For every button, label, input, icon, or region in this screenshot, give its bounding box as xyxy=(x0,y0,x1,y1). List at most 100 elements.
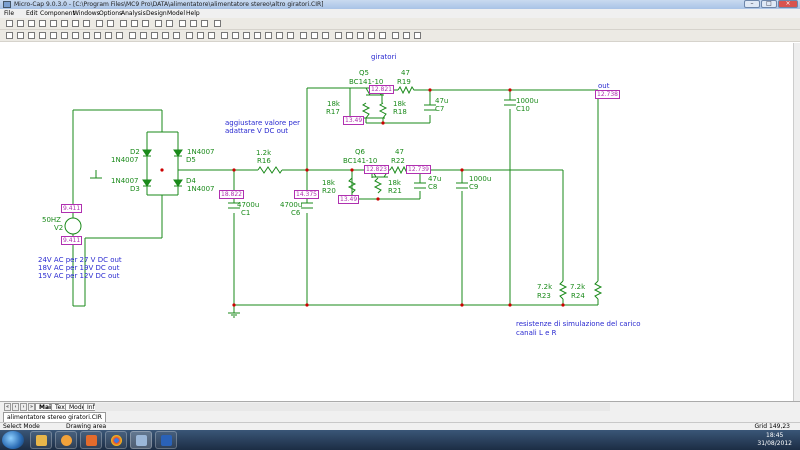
taskbar-microcap-icon[interactable] xyxy=(130,431,152,449)
layer-icon[interactable] xyxy=(414,32,421,39)
menu-file[interactable]: File xyxy=(4,10,15,17)
component-mode-icon[interactable] xyxy=(17,32,24,39)
diode-symbols xyxy=(142,149,183,187)
close-button[interactable]: × xyxy=(778,0,798,8)
line-tool-icon[interactable] xyxy=(61,32,68,39)
pnp-tool-icon[interactable] xyxy=(83,20,90,27)
taskbar-chrome-icon[interactable] xyxy=(105,431,127,449)
label-v2: V2 xyxy=(54,224,64,232)
grid-icon[interactable] xyxy=(221,32,228,39)
schematic-canvas[interactable]: giratori out aggiustare valore per adatt… xyxy=(0,43,800,401)
last-tab-icon[interactable]: » xyxy=(28,403,35,411)
menu-help[interactable]: Help xyxy=(186,10,200,17)
voltage-q5-b: 13.49 xyxy=(343,116,365,125)
macro-tool-icon[interactable] xyxy=(166,20,173,27)
taskbar-player-icon[interactable] xyxy=(80,431,102,449)
clock-date: 31/08/2012 xyxy=(757,440,792,447)
menu-windows[interactable]: Windows xyxy=(73,10,100,17)
transformer-tool-icon[interactable] xyxy=(214,20,221,27)
sheet-tabs: « ‹ › » Main Text Models Info xyxy=(0,401,800,412)
voltage-out-top: 12.738 xyxy=(595,90,620,99)
first-tab-icon[interactable]: « xyxy=(4,403,11,411)
menu-design[interactable]: Design xyxy=(146,10,167,17)
find-icon[interactable] xyxy=(335,32,342,39)
prev-tab-icon[interactable]: ‹ xyxy=(12,403,19,411)
rectangle-tool-icon[interactable] xyxy=(72,32,79,39)
label-r21: R21 xyxy=(388,187,402,195)
label-ac-2: 18V AC per 19V DC out xyxy=(38,264,120,272)
polygon-tool-icon[interactable] xyxy=(105,32,112,39)
horizontal-scrollbar[interactable] xyxy=(95,403,610,411)
npn-tool-icon[interactable] xyxy=(72,20,79,27)
dc-op-icon[interactable] xyxy=(346,32,353,39)
help-tool-icon[interactable] xyxy=(151,32,158,39)
menu-model[interactable]: Model xyxy=(167,10,186,17)
taskbar-folder-icon[interactable] xyxy=(30,431,52,449)
page-icon[interactable] xyxy=(403,32,410,39)
label-v2-value: 50HZ xyxy=(42,216,61,224)
pulse-source-tool-icon[interactable] xyxy=(142,20,149,27)
probe-icon[interactable] xyxy=(357,32,364,39)
node-voltages-icon[interactable] xyxy=(254,32,261,39)
menu-options[interactable]: Options xyxy=(99,10,123,17)
zoom-in-icon[interactable] xyxy=(186,32,193,39)
label-d3-model: 1N4007 xyxy=(111,177,139,185)
label-c6: C6 xyxy=(291,209,301,217)
zoom-out-icon[interactable] xyxy=(197,32,204,39)
picture-tool-icon[interactable] xyxy=(116,32,123,39)
pmos-tool-icon[interactable] xyxy=(107,20,114,27)
opamp-tool-icon[interactable] xyxy=(120,20,127,27)
fit-icon[interactable] xyxy=(208,32,215,39)
battery-tool-icon[interactable] xyxy=(61,20,68,27)
sine-source-tool-icon[interactable] xyxy=(131,20,138,27)
tline-tool-icon[interactable] xyxy=(201,20,208,27)
settings-icon[interactable] xyxy=(379,32,386,39)
nmos-tool-icon[interactable] xyxy=(96,20,103,27)
refresh-icon[interactable] xyxy=(368,32,375,39)
taskbar-media-icon[interactable] xyxy=(55,431,77,449)
vertical-scrollbar[interactable] xyxy=(793,43,800,401)
taskbar-app-icon[interactable] xyxy=(155,431,177,449)
maximize-button[interactable]: □ xyxy=(761,0,777,8)
text-mode-icon[interactable] xyxy=(28,32,35,39)
arc-tool-icon[interactable] xyxy=(94,32,101,39)
label-r24: R24 xyxy=(571,292,585,300)
point-to-point-icon[interactable] xyxy=(173,32,180,39)
gate-tool-icon[interactable] xyxy=(179,20,186,27)
label-adjust-1: aggiustare valore per xyxy=(225,119,301,127)
flipflop-tool-icon[interactable] xyxy=(190,20,197,27)
attribute-icon[interactable] xyxy=(392,32,399,39)
label-d2-model: 1N4007 xyxy=(111,156,139,164)
wire-mode-icon[interactable] xyxy=(39,32,46,39)
point-to-end-icon[interactable] xyxy=(162,32,169,39)
label-c10: C10 xyxy=(516,105,530,113)
switch-tool-icon[interactable] xyxy=(155,20,162,27)
diode-tool-icon[interactable] xyxy=(39,20,46,27)
capacitor-tool-icon[interactable] xyxy=(17,20,24,27)
minimize-button[interactable]: – xyxy=(744,0,760,8)
next-tab-icon[interactable]: › xyxy=(20,403,27,411)
menu-edit[interactable]: Edit xyxy=(26,10,38,17)
flag-tool-icon[interactable] xyxy=(129,32,136,39)
mirror-icon[interactable] xyxy=(311,32,318,39)
menu-component[interactable]: Component xyxy=(40,10,75,17)
label-c10-value: 1000u xyxy=(516,97,539,105)
diagonal-wire-icon[interactable] xyxy=(50,32,57,39)
menu-analysis[interactable]: Analysis xyxy=(121,10,146,17)
show-values-icon[interactable] xyxy=(232,32,239,39)
select-tool-icon[interactable] xyxy=(6,32,13,39)
ground-tool-icon[interactable] xyxy=(50,20,57,27)
resistor-tool-icon[interactable] xyxy=(6,20,13,27)
currents-icon[interactable] xyxy=(265,32,272,39)
flip-icon[interactable] xyxy=(322,32,329,39)
system-clock[interactable]: 18:45 31/08/2012 xyxy=(757,432,792,448)
node-numbers-icon[interactable] xyxy=(243,32,250,39)
info-tool-icon[interactable] xyxy=(140,32,147,39)
app-icon xyxy=(3,1,11,8)
ellipse-tool-icon[interactable] xyxy=(83,32,90,39)
conditions-icon[interactable] xyxy=(287,32,294,39)
inductor-tool-icon[interactable] xyxy=(28,20,35,27)
power-icon[interactable] xyxy=(276,32,283,39)
rotate-icon[interactable] xyxy=(300,32,307,39)
start-button[interactable] xyxy=(2,431,24,449)
